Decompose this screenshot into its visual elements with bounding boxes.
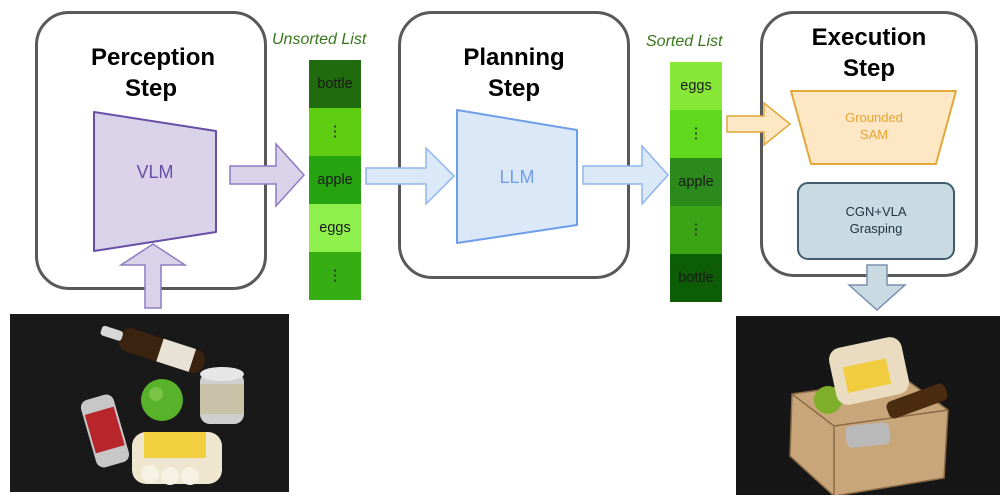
- tin-object: [200, 367, 244, 424]
- output-scene-illustration: [736, 316, 1000, 495]
- apple-in-box: [814, 386, 842, 414]
- can-object: [80, 394, 130, 468]
- sorted-item: ⋮: [670, 110, 722, 158]
- sorted-list-title: Sorted List: [646, 33, 723, 50]
- bottle-in-box: [886, 383, 948, 419]
- unsorted-item: ⋮: [309, 108, 361, 156]
- arrow-sorted-to-sam: [726, 101, 792, 147]
- unsorted-item: bottle: [309, 60, 361, 108]
- vlm-block: [93, 111, 217, 252]
- bottle-object: [100, 325, 205, 374]
- planning-title: Planning Step: [463, 44, 565, 102]
- grounded-sam-label: Grounded SAM: [845, 110, 903, 142]
- grasping-block: [797, 182, 955, 260]
- arrow-llm-to-sorted: [582, 144, 670, 206]
- perception-title: Perception Step: [91, 44, 216, 102]
- sorted-item: bottle: [670, 254, 722, 302]
- apple-object: [141, 379, 183, 421]
- perception-stage: Perception Step: [35, 11, 267, 290]
- eggs-object: [132, 432, 222, 485]
- sorted-item: eggs: [670, 62, 722, 110]
- unsorted-item: eggs: [309, 204, 361, 252]
- grasping-label: CGN+VLA Grasping: [845, 204, 907, 236]
- arrow-vlm-to-unsorted: [229, 142, 306, 208]
- llm-label: LLM: [499, 167, 535, 187]
- unsorted-list: bottle ⋮ apple eggs ⋮: [309, 60, 361, 300]
- grounded-sam-block: [790, 90, 957, 165]
- unsorted-item: ⋮: [309, 252, 361, 300]
- input-scene-photo: [7, 311, 292, 495]
- arrow-grasping-to-photo: [847, 264, 907, 312]
- sorted-list: eggs ⋮ apple ⋮ bottle: [670, 62, 722, 302]
- output-scene-photo: [733, 313, 1003, 498]
- sorted-item: apple: [670, 158, 722, 206]
- unsorted-item: apple: [309, 156, 361, 204]
- vlm-label: VLM: [136, 162, 174, 182]
- llm-block: [456, 109, 578, 244]
- input-scene-illustration: [10, 314, 289, 492]
- sorted-item: ⋮: [670, 206, 722, 254]
- arrow-unsorted-to-llm: [365, 146, 456, 206]
- execution-title: Execution Step: [811, 24, 927, 82]
- unsorted-list-title: Unsorted List: [272, 31, 367, 48]
- arrow-photo-to-vlm: [118, 243, 188, 309]
- can-in-box: [845, 422, 891, 448]
